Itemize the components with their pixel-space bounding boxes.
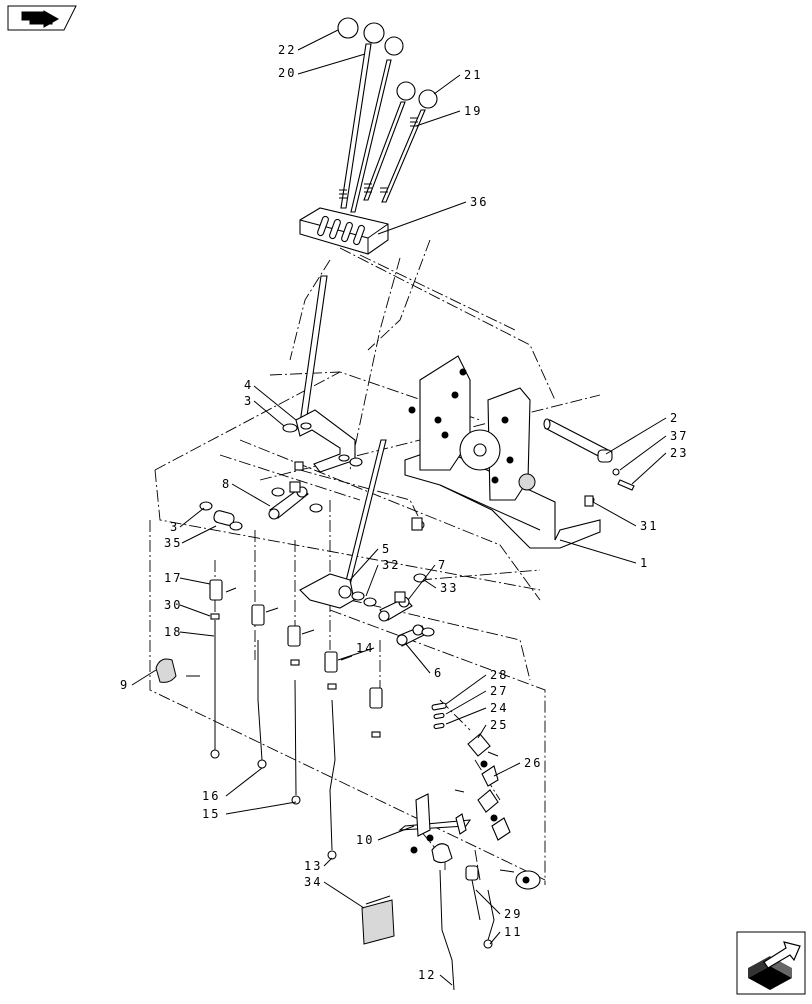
- lever-rod-lower: [298, 275, 328, 431]
- lever-5: [299, 573, 377, 609]
- bracket-4: [282, 409, 363, 473]
- callout-8: 8: [222, 477, 231, 491]
- clevis-17: [209, 579, 237, 759]
- callout-5: 5: [382, 542, 391, 556]
- callout-4: 4: [244, 378, 253, 392]
- callout-21: 21: [464, 68, 482, 82]
- bushing-35: [199, 501, 243, 531]
- rod-29: [465, 865, 495, 949]
- cable-end-18: [210, 749, 220, 759]
- link-7: [378, 573, 427, 622]
- callout-30: 30: [164, 598, 182, 612]
- knob-22: [337, 17, 359, 39]
- callout-17: 17: [164, 571, 182, 585]
- callout-27: 27: [490, 684, 508, 698]
- washer-37: [612, 468, 620, 476]
- knob-20: [363, 22, 385, 44]
- callout-6: 6: [434, 666, 443, 680]
- callout-labels: 22 20 21 19 36 4 3 2 37 23 8 31 3 35 5 1…: [120, 43, 688, 982]
- callout-18: 18: [164, 625, 182, 639]
- callout-1: 1: [640, 556, 649, 570]
- plate-34: [361, 895, 395, 945]
- callout-2: 2: [670, 411, 679, 425]
- rod-11: [487, 889, 495, 941]
- callout-leaders: [131, 29, 667, 986]
- clevis-lower: [454, 789, 511, 841]
- callout-28: 28: [490, 668, 508, 682]
- link-6: [396, 624, 435, 647]
- cross-shaft-10: [398, 793, 472, 864]
- callout-36: 36: [470, 195, 488, 209]
- pins-28-27-24: [431, 702, 447, 730]
- main-bracket-1: [404, 355, 601, 549]
- bolt-23: [617, 479, 635, 491]
- callout-7: 7: [438, 558, 447, 572]
- rod-12: [439, 869, 455, 991]
- callout-23: 23: [670, 446, 688, 460]
- gate-plate-36: [299, 207, 389, 255]
- callout-20: 20: [278, 66, 296, 80]
- callout-37: 37: [670, 429, 688, 443]
- callout-19: 19: [464, 104, 482, 118]
- nut-33: [413, 573, 427, 583]
- knob-b: [396, 81, 416, 101]
- callout-34: 34: [304, 875, 322, 889]
- book-arrow-icon[interactable]: [7, 5, 77, 31]
- callout-11: 11: [504, 925, 522, 939]
- callout-14: 14: [356, 641, 374, 655]
- lever-rod-20: [340, 43, 372, 209]
- clevis-24: [369, 687, 383, 738]
- callout-25: 25: [490, 718, 508, 732]
- washer-32: [363, 597, 377, 607]
- callout-29: 29: [504, 907, 522, 921]
- nut-31: [411, 517, 423, 531]
- callout-3a: 3: [244, 394, 253, 408]
- cable-13: [329, 699, 336, 851]
- cable-15: [287, 625, 315, 805]
- nut-30: [210, 613, 220, 620]
- callout-15: 15: [202, 807, 220, 821]
- callout-35: 35: [164, 536, 182, 550]
- callout-12: 12: [418, 968, 436, 982]
- callout-26: 26: [524, 756, 542, 770]
- callout-13: 13: [304, 859, 322, 873]
- knob-21: [418, 89, 438, 109]
- knob-a: [384, 36, 404, 56]
- box-arrow-icon[interactable]: [736, 931, 806, 995]
- callout-3b: 3: [170, 520, 179, 534]
- arm-8: [268, 481, 323, 520]
- callout-24: 24: [490, 701, 508, 715]
- cable-16: [251, 604, 279, 769]
- clamp-9: [155, 658, 200, 683]
- knob-end: [499, 869, 541, 890]
- callout-9: 9: [120, 678, 129, 692]
- clevis-14: [324, 651, 353, 860]
- callout-32: 32: [382, 558, 400, 572]
- callout-16: 16: [202, 789, 220, 803]
- callout-10: 10: [356, 833, 374, 847]
- lever-rod-19: [381, 109, 426, 203]
- clevis-25: [467, 733, 499, 787]
- washer-3a: [282, 423, 298, 433]
- callout-22: 22: [278, 43, 296, 57]
- fitting-26: [481, 765, 499, 787]
- callout-33: 33: [440, 581, 458, 595]
- control-levers: [337, 17, 438, 213]
- shaft-2: [543, 418, 635, 491]
- callout-31: 31: [640, 519, 658, 533]
